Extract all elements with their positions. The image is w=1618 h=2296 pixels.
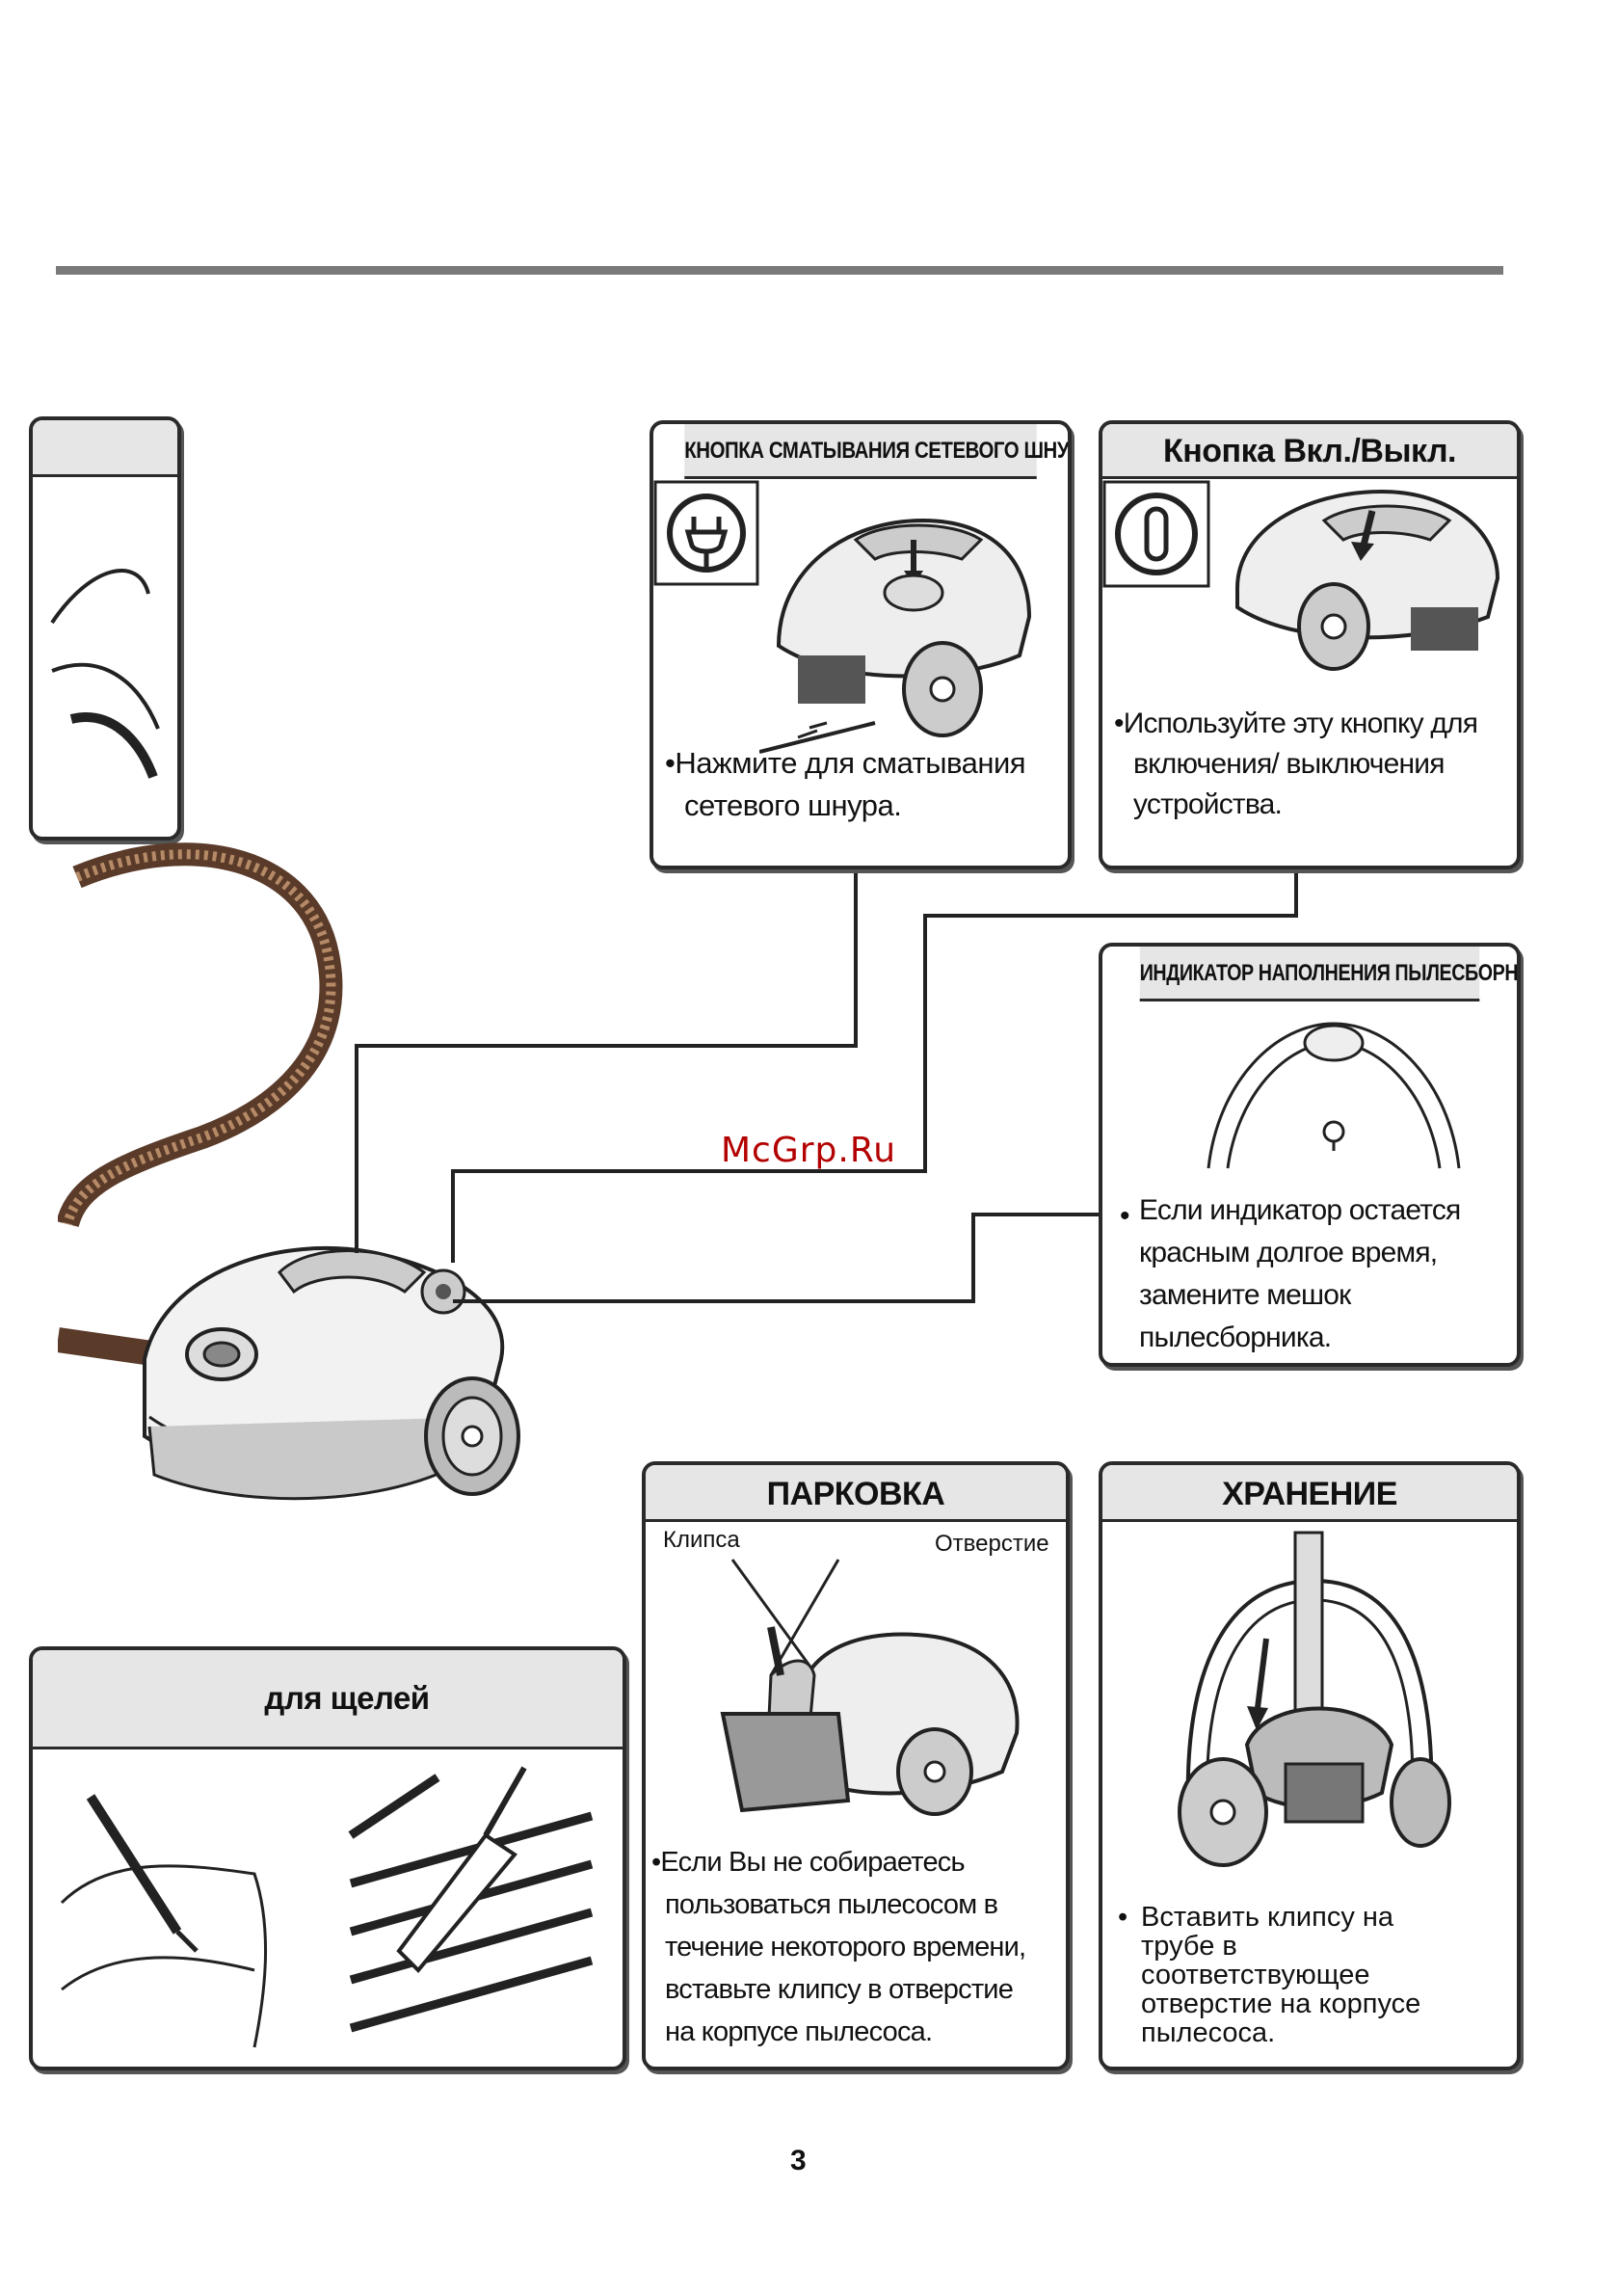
power-button-panel: Кнопка Вкл./Выкл. •Используйте эту кнопк… <box>1099 420 1521 869</box>
page-number: 3 <box>790 2145 807 2176</box>
text-line: пылесборника. <box>1139 1322 1332 1353</box>
bullet-mark: • <box>1120 1200 1129 1232</box>
text-line: Вставить клипсу на <box>1141 1902 1394 1933</box>
parking-illustration <box>720 1559 1020 1816</box>
parking-description: •Если Вы не собираетесь пользоваться пыл… <box>651 1841 1026 2053</box>
cord-rewind-button-icon <box>653 480 759 586</box>
storage-illustration <box>1178 1531 1451 1867</box>
panel-title: КНОПКА СМАТЫВАНИЯ СЕТЕВОГО ШНУРА <box>684 424 1068 479</box>
crevice-tool-illustration <box>60 1766 594 2048</box>
text-line: Используйте эту кнопку для <box>1123 707 1478 739</box>
watermark: McGrp.Ru <box>721 1131 897 1170</box>
text-line: замените мешок <box>1139 1279 1351 1311</box>
text-line: красным долгое время, <box>1139 1237 1438 1268</box>
storage-description: • Вставить клипсу на трубе в соответствую… <box>1118 1902 1421 2048</box>
power-button-description: •Используйте эту кнопку для включения/ в… <box>1114 704 1478 825</box>
crevice-tool-panel: для щелей <box>29 1646 626 2070</box>
clip-label: Клипса <box>663 1527 740 1553</box>
dust-indicator-panel: ИНДИКАТОР НАПОЛНЕНИЯ ПЫЛЕСБОРНИКА • Если … <box>1099 943 1521 1367</box>
panel-title: ИНДИКАТОР НАПОЛНЕНИЯ ПЫЛЕСБОРНИКА <box>1139 947 1517 1001</box>
header-rule <box>56 266 1503 275</box>
vacuum-cord-illustration <box>759 518 1032 754</box>
storage-panel: ХРАНЕНИЕ • Вставить клипсу на трубе в соо… <box>1099 1461 1521 2070</box>
text-line: пылесоса. <box>1141 2017 1276 2048</box>
text-line: устройства. <box>1133 788 1283 820</box>
text-line: вставьте клипсу в отверстие <box>665 1974 1014 2005</box>
text-line: на корпусе пылесоса. <box>665 2016 933 2047</box>
text-line: пользоваться пылесосом в <box>665 1889 998 1920</box>
left-top-panel <box>29 416 181 841</box>
panel-title: ХРАНЕНИЕ <box>1102 1465 1517 1522</box>
text-line: Если индикатор остается <box>1139 1194 1461 1226</box>
text-line: соответствующее <box>1141 1960 1370 1990</box>
hose-illustration <box>50 569 160 779</box>
vacuum-power-illustration <box>1235 489 1500 671</box>
parking-panel: ПАРКОВКА Клипса Отверстие •Если Вы не со… <box>642 1461 1070 2070</box>
bullet-mark: • <box>1114 707 1124 739</box>
panel-title-text: для щелей <box>264 1680 430 1716</box>
bullet-mark: • <box>665 746 676 780</box>
bullet-mark: • <box>1118 1902 1128 1933</box>
panel-title: Кнопка Вкл./Выкл. <box>1102 424 1517 479</box>
hole-label: Отверстие <box>935 1531 1049 1557</box>
panel-title: ПАРКОВКА <box>646 1465 1066 1522</box>
cord-rewind-description: •Нажмите для сматывания сетевого шнура. <box>665 742 1026 827</box>
text-line: Нажмите для сматывания <box>675 746 1026 780</box>
bullet-mark: • <box>651 1847 661 1878</box>
panel-title: для щелей <box>33 1650 623 1749</box>
text-line: отверстие на корпусе <box>1141 1989 1421 2019</box>
dust-indicator-description: • Если индикатор остается красным долгое … <box>1120 1189 1461 1359</box>
cord-rewind-panel: КНОПКА СМАТЫВАНИЯ СЕТЕВОГО ШНУРА •Нажмит… <box>650 420 1072 869</box>
power-button-icon <box>1102 480 1210 588</box>
text-line: сетевого шнура. <box>684 788 902 822</box>
text-line: трубе в <box>1141 1931 1237 1962</box>
text-line: включения/ выключения <box>1133 748 1446 780</box>
text-line: Если Вы не собираетесь <box>660 1847 965 1878</box>
text-line: течение некоторого времени, <box>665 1932 1026 1962</box>
indicator-illustration <box>1207 1022 1461 1169</box>
vacuum-cleaner-illustration <box>58 842 520 1501</box>
